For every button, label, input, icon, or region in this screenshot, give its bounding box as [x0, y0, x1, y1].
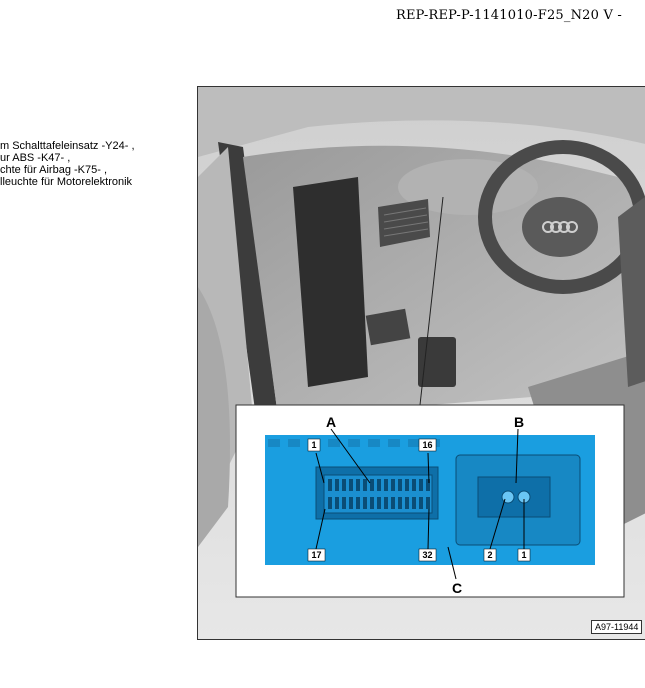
label-b: B	[514, 414, 524, 430]
cockpit-drawing: A B C 1 16 17 32 2 1	[198, 87, 645, 639]
pin-label-a-16: 16	[422, 440, 432, 450]
legend-item: m Schalttafeleinsatz -Y24- ,	[0, 140, 135, 152]
document-header-code: REP-REP-P-1141010-F25_N20 V -	[396, 8, 622, 23]
connector-a-shape	[315, 466, 439, 520]
legend-list: m Schalttafeleinsatz -Y24- , ur ABS -K47…	[0, 140, 200, 188]
pin-label-a-17: 17	[311, 550, 321, 560]
legend-item: lleuchte für Motorelektronik	[0, 176, 133, 188]
legend-item: chte für Airbag -K75- ,	[0, 164, 107, 176]
label-c: C	[452, 580, 462, 596]
pin-label-a-32: 32	[422, 550, 432, 560]
pin-label-b-2: 2	[487, 550, 492, 560]
connector-b-shape	[455, 454, 581, 546]
pin-label-a-1: 1	[311, 440, 316, 450]
cockpit-illustration: A B C 1 16 17 32 2 1 A97-11944	[197, 86, 645, 640]
figure-id-label: A97-11944	[591, 620, 643, 634]
label-a: A	[326, 414, 336, 430]
pin-label-b-1: 1	[521, 550, 526, 560]
legend-item: ur ABS -K47- ,	[0, 152, 71, 164]
